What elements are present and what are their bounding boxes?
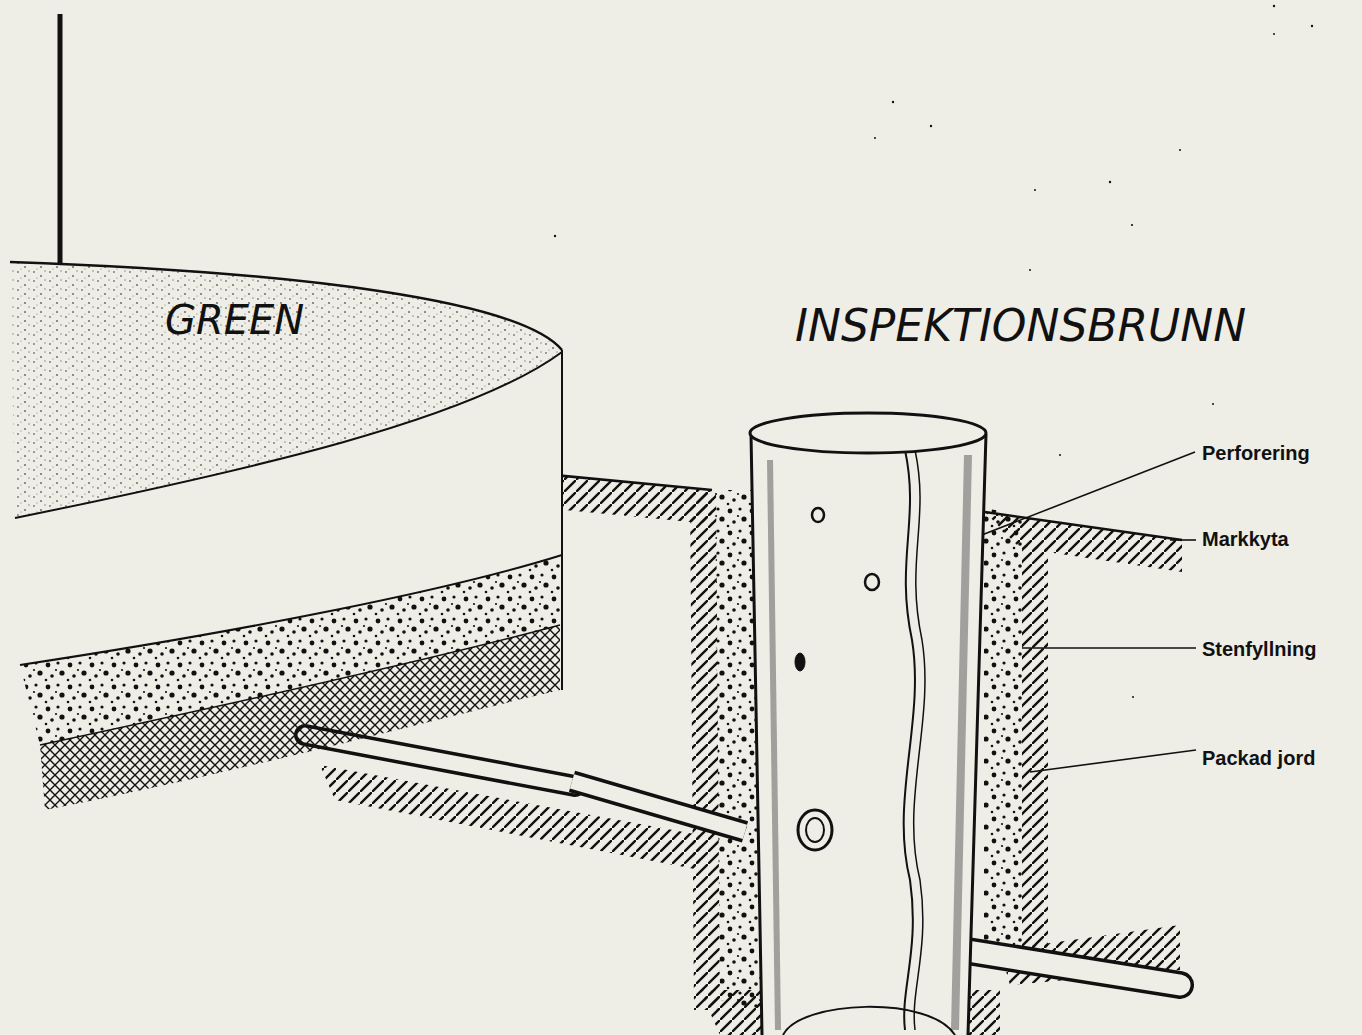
outline-part	[750, 413, 986, 453]
callout-label: Packad jord	[1202, 747, 1315, 770]
outline-part	[15, 352, 562, 518]
outline-part	[783, 1007, 955, 1035]
outline-part	[812, 508, 824, 522]
outline-part	[10, 262, 562, 350]
outline-part	[40, 625, 560, 745]
node-title: INSPEKTIONSBRUNN	[795, 300, 1246, 351]
outline-part	[806, 818, 824, 842]
outline-part	[865, 574, 879, 590]
pipe-bore	[572, 781, 745, 831]
callout-label: Perforering	[1202, 442, 1310, 465]
outline-part	[751, 434, 986, 1035]
pipe-wall	[572, 781, 745, 831]
node-title: GREEN	[165, 297, 304, 343]
outline-part	[770, 460, 778, 1030]
inspection-well: INSPEKTIONSBRUNN	[745, 410, 995, 1035]
drain-pipe-connector	[572, 781, 745, 831]
drain-pipe	[305, 735, 575, 786]
outline-part	[914, 450, 925, 1030]
outline-part	[40, 625, 560, 810]
outline-part	[904, 450, 915, 1030]
outline-part	[795, 653, 805, 671]
outline-part	[751, 434, 986, 1035]
outline-part	[20, 555, 562, 665]
outline-part	[10, 262, 562, 518]
callout-label: Markkyta	[1202, 528, 1289, 551]
outline-part	[955, 455, 968, 1030]
outline-part	[798, 810, 832, 850]
callout-label: Stenfyllning	[1202, 638, 1316, 661]
green-disc: GREEN	[5, 255, 572, 815]
outline-part	[561, 350, 563, 690]
inspection-well-outline	[745, 410, 995, 1035]
